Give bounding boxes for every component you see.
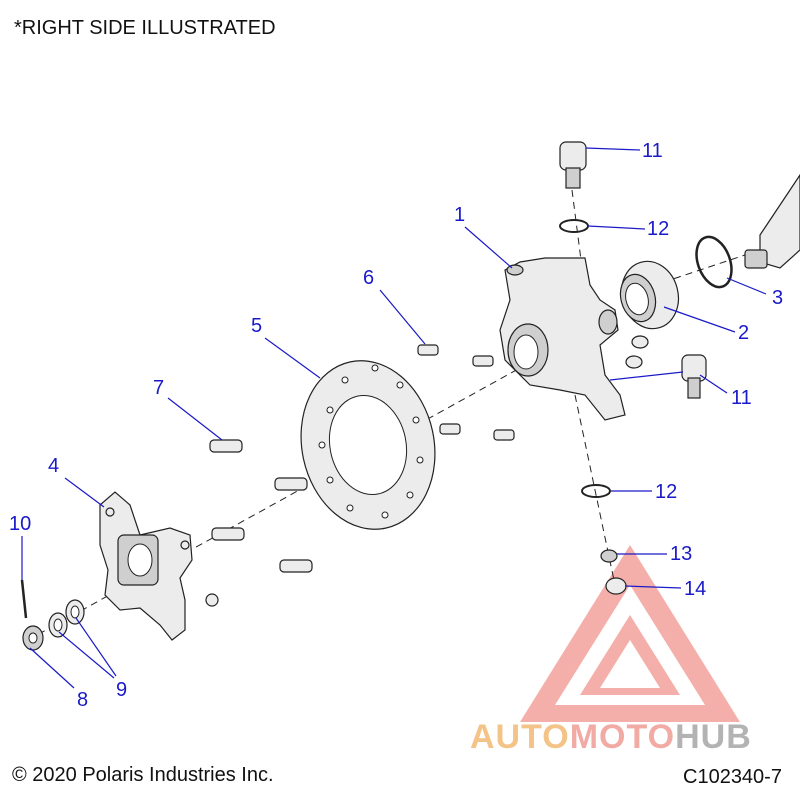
ball-joint-upper — [559, 141, 587, 189]
lower-nut-washer — [600, 549, 627, 595]
watermark-word-moto: MOTO — [569, 718, 676, 756]
watermark-word-auto: AUTO — [470, 718, 570, 756]
callout-8: 8 — [77, 689, 89, 711]
castle-nut-small — [625, 335, 649, 369]
leader-lines — [21, 147, 767, 689]
callout-13: 13 — [670, 543, 693, 565]
callout-12-lower: 12 — [655, 481, 678, 503]
retaining-ring-upper — [559, 219, 589, 233]
figure-id: C102340-7 — [683, 766, 782, 788]
callout-10: 10 — [9, 513, 32, 535]
callout-11-upper: 11 — [642, 140, 663, 162]
castle-nut — [22, 625, 44, 651]
snap-ring — [695, 235, 733, 289]
callout-1: 1 — [454, 204, 466, 226]
ball-joint-lower — [681, 354, 707, 399]
copyright-notice: © 2020 Polaris Industries Inc. — [12, 764, 274, 786]
callout-9: 9 — [116, 679, 128, 701]
wheel-bearing — [619, 260, 680, 330]
callout-14: 14 — [684, 578, 707, 600]
callout-2: 2 — [738, 322, 750, 344]
callout-4: 4 — [48, 455, 60, 477]
header-note: *RIGHT SIDE ILLUSTRATED — [14, 17, 276, 39]
cotter-pin — [20, 579, 28, 619]
watermark-word-hub: HUB — [675, 718, 752, 756]
drive-shaft-end — [744, 173, 800, 269]
callout-7: 7 — [153, 377, 165, 399]
callout-3: 3 — [772, 287, 784, 309]
callout-5: 5 — [251, 315, 263, 337]
washers — [48, 599, 85, 638]
callout-12-upper: 12 — [647, 218, 670, 240]
steering-knuckle — [499, 257, 626, 421]
callout-11-lower: 11 — [731, 387, 752, 409]
watermark-logo — [520, 545, 740, 722]
wheel-hub — [99, 491, 219, 641]
callout-6: 6 — [363, 267, 375, 289]
knuckle-bolts — [417, 344, 515, 441]
hub-studs — [209, 439, 313, 573]
retaining-ring-lower — [581, 484, 611, 498]
brake-disc — [300, 360, 436, 530]
watermark-text: AUTOMOTOHUB — [470, 718, 752, 757]
